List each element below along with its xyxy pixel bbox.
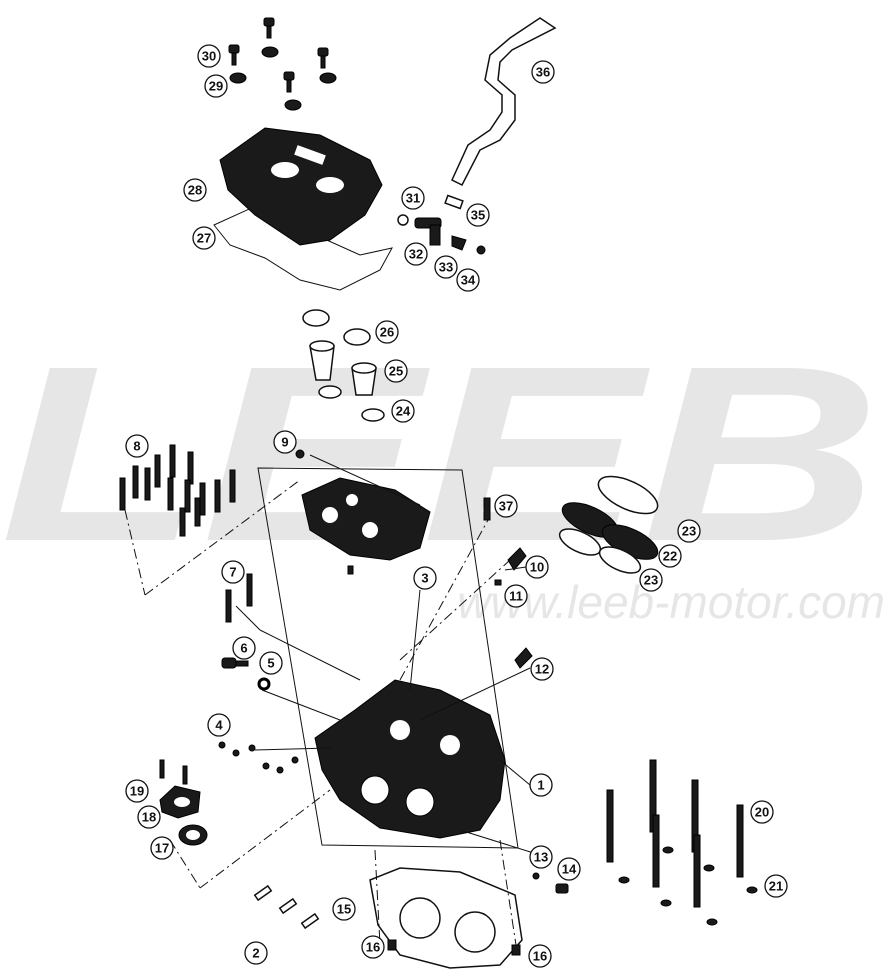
callout-2: 2 <box>244 941 268 965</box>
svg-text:35: 35 <box>471 208 485 223</box>
svg-text:23: 23 <box>644 573 658 588</box>
svg-text:4: 4 <box>215 718 223 733</box>
svg-text:23: 23 <box>682 524 696 539</box>
callout-34: 34 <box>456 268 480 292</box>
svg-text:27: 27 <box>197 231 211 246</box>
callout-30: 30 <box>197 44 221 68</box>
watermark: LEEB www.leeb-motor.com <box>0 314 885 628</box>
svg-text:18: 18 <box>142 810 156 825</box>
svg-text:24: 24 <box>396 404 411 419</box>
svg-text:32: 32 <box>409 247 423 262</box>
callout-27: 27 <box>192 226 216 250</box>
breather-hose <box>397 17 557 255</box>
callout-21: 21 <box>764 874 788 898</box>
callout-7: 7 <box>221 560 245 584</box>
svg-text:10: 10 <box>530 560 544 575</box>
callout-9: 9 <box>273 430 297 454</box>
svg-text:28: 28 <box>188 183 202 198</box>
svg-text:30: 30 <box>202 49 216 64</box>
callout-16b: 16 <box>528 944 552 968</box>
callout-24: 24 <box>391 399 415 423</box>
callout-1: 1 <box>529 773 553 797</box>
svg-text:11: 11 <box>509 589 523 604</box>
intake-clamps-group <box>558 475 659 574</box>
callout-17: 17 <box>150 836 174 860</box>
callout-13: 13 <box>529 845 553 869</box>
svg-text:15: 15 <box>337 902 351 917</box>
thermostat-group <box>159 759 208 846</box>
svg-text:6: 6 <box>240 641 247 656</box>
callout-6: 6 <box>232 636 256 660</box>
callout-23b: 23 <box>639 568 663 592</box>
svg-text:37: 37 <box>499 499 513 514</box>
callout-32: 32 <box>404 242 428 266</box>
cover-bolts-group <box>228 17 337 111</box>
head-bolts-group <box>606 759 758 926</box>
callout-19: 19 <box>125 779 149 803</box>
svg-text:3: 3 <box>421 571 428 586</box>
svg-text:7: 7 <box>229 565 236 580</box>
callout-36: 36 <box>531 60 555 84</box>
callout-26: 26 <box>375 320 399 344</box>
callout-10: 10 <box>525 555 549 579</box>
watermark-brand: LEEB <box>0 314 880 593</box>
callout-18: 18 <box>137 805 161 829</box>
svg-text:16: 16 <box>366 940 380 955</box>
callouts: 1 2 3 4 5 6 7 8 9 10 11 12 13 14 15 16 1… <box>125 44 788 968</box>
callout-12: 12 <box>530 657 554 681</box>
svg-text:5: 5 <box>267 656 274 671</box>
callout-16a: 16 <box>361 935 385 959</box>
callout-20: 20 <box>750 800 774 824</box>
callout-8: 8 <box>125 434 149 458</box>
leader-lines <box>124 454 541 946</box>
callout-15: 15 <box>332 897 356 921</box>
callout-5: 5 <box>259 651 283 675</box>
svg-text:21: 21 <box>769 879 783 894</box>
callout-3: 3 <box>413 566 437 590</box>
svg-text:25: 25 <box>389 364 403 379</box>
watermark-url: www.leeb-motor.com <box>457 576 885 628</box>
svg-text:9: 9 <box>281 435 288 450</box>
callout-4: 4 <box>207 713 231 737</box>
svg-text:22: 22 <box>663 549 677 564</box>
cylinder-head <box>314 679 506 839</box>
svg-text:33: 33 <box>439 260 453 275</box>
svg-text:20: 20 <box>755 805 769 820</box>
callout-23a: 23 <box>677 519 701 543</box>
callout-25: 25 <box>384 359 408 383</box>
svg-text:31: 31 <box>406 191 420 206</box>
svg-text:12: 12 <box>535 662 549 677</box>
svg-text:29: 29 <box>209 79 223 94</box>
sensors-group <box>494 547 533 669</box>
callout-28: 28 <box>183 178 207 202</box>
svg-text:2: 2 <box>252 946 259 961</box>
valve-cover <box>213 127 393 291</box>
svg-text:16: 16 <box>533 949 547 964</box>
svg-text:8: 8 <box>133 439 140 454</box>
callout-14: 14 <box>557 857 581 881</box>
head-gasket-group <box>253 867 569 969</box>
callout-29: 29 <box>204 74 228 98</box>
svg-text:19: 19 <box>130 784 144 799</box>
svg-text:36: 36 <box>536 65 550 80</box>
svg-text:34: 34 <box>461 273 476 288</box>
svg-text:14: 14 <box>562 862 577 877</box>
bolts-group-8 <box>119 444 236 537</box>
callout-37: 37 <box>494 494 518 518</box>
svg-text:13: 13 <box>534 850 548 865</box>
callout-22: 22 <box>658 544 682 568</box>
callout-35: 35 <box>466 203 490 227</box>
screws-left-group <box>218 573 299 774</box>
svg-text:26: 26 <box>380 325 394 340</box>
callout-31: 31 <box>401 186 425 210</box>
svg-text:17: 17 <box>155 841 169 856</box>
svg-text:1: 1 <box>537 778 544 793</box>
callout-11: 11 <box>504 584 528 608</box>
callout-33: 33 <box>434 255 458 279</box>
cam-carrier <box>295 449 491 575</box>
seal-sleeves-group <box>302 309 385 422</box>
